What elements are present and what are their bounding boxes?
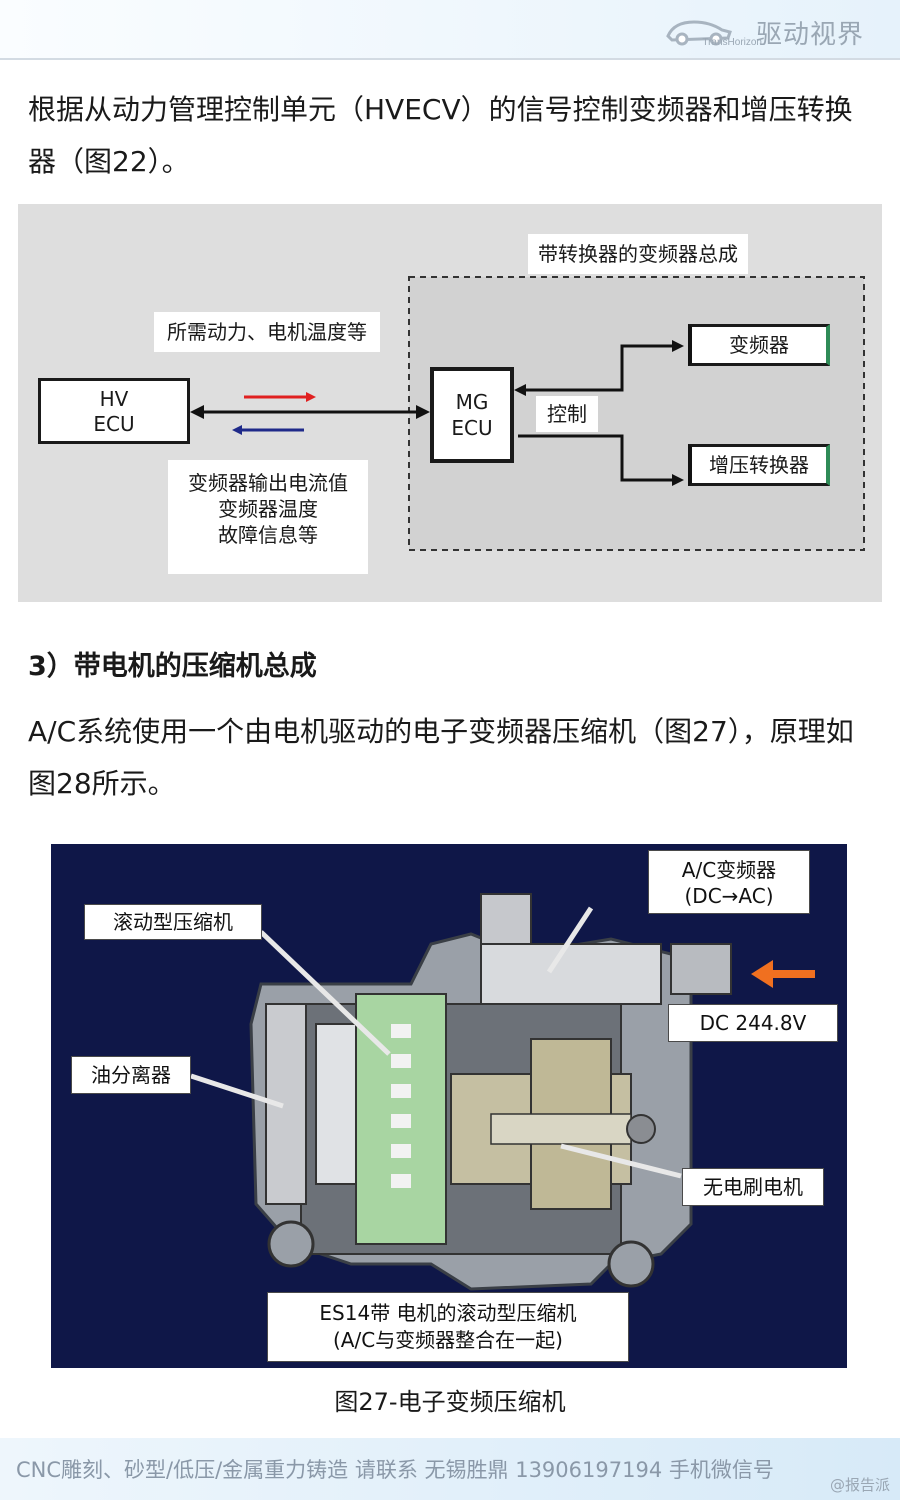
scroll-slot — [391, 1024, 411, 1038]
logo-text: 驱动视界 — [755, 20, 864, 50]
assembly-label: 带转换器的变频器总成 — [528, 234, 748, 274]
boost-converter-box: 增压转换器 — [688, 444, 830, 486]
mg-ecu-line2: ECU — [451, 416, 493, 440]
request-label: 所需动力、电机温度等 — [154, 312, 380, 352]
section-paragraph: A/C系统使用一个由电机驱动的电子变频器压缩机（图27），原理如图28所示。 — [28, 715, 854, 800]
compressor-illustration — [190, 893, 815, 1291]
compressor-title-callout: ES14带 电机的滚动型压缩机 (A/C与变频器整合在一起) — [267, 1292, 629, 1362]
dc-connector — [670, 943, 732, 995]
orange-arrowhead-icon — [751, 960, 773, 988]
compressor-title-line2: (A/C与变频器整合在一起) — [333, 1328, 563, 1352]
scroll-slot — [391, 1114, 411, 1128]
pointer-oil — [190, 1073, 284, 1109]
pointer-inverter — [546, 906, 594, 974]
oil-separator-callout: 油分离器 — [71, 1056, 191, 1094]
compressor-figure: A/C变频器 (DC→AC) 滚动型压缩机 DC 244.8V 油分离器 无电刷… — [51, 844, 847, 1368]
logo-subtext: TransHorizon — [702, 37, 762, 48]
ac-inverter-line2: (DC→AC) — [684, 884, 774, 908]
hv-ecu-line1: HV — [99, 387, 129, 411]
mg-arrowhead-icon — [514, 384, 526, 396]
watermark: @报告派 — [829, 1476, 890, 1494]
pointer-motor — [560, 1143, 682, 1179]
feedback-line3: 故障信息等 — [218, 523, 318, 547]
right-arrowhead-icon — [416, 405, 430, 419]
brushless-motor-callout: 无电刷电机 — [682, 1168, 824, 1206]
dc-voltage-callout: DC 244.8V — [668, 1004, 838, 1042]
lower-arrowhead-icon — [672, 474, 684, 486]
mg-ecu-line1: MG — [455, 390, 489, 414]
bearing — [626, 1114, 656, 1144]
section-heading: 3）带电机的压缩机总成 — [28, 651, 317, 682]
car-logo-icon — [666, 20, 732, 46]
mount-right — [607, 1240, 655, 1288]
scroll-slot — [391, 1144, 411, 1158]
left-arrowhead-icon — [190, 405, 204, 419]
red-arrowhead-icon — [306, 392, 316, 402]
scroll-slot — [391, 1174, 411, 1188]
hv-ecu-box: HV ECU — [38, 378, 190, 444]
compressor-title-line1: ES14带 电机的滚动型压缩机 — [319, 1301, 577, 1325]
control-line-lower — [518, 434, 678, 482]
intro-paragraph: 根据从动力管理控制单元（HVECV）的信号控制变频器和增压转换器（图22）。 — [28, 93, 853, 178]
diagram-lines — [190, 276, 865, 551]
blue-arrowhead-icon — [232, 425, 242, 435]
ac-inverter-callout: A/C变频器 (DC→AC) — [648, 850, 810, 914]
page-header: 驱动视界 TransHorizon — [0, 0, 900, 60]
footer-ad-text: CNC雕刻、砂型/低压/金属重力铸造 请联系 无锡胜鼎 13906197194 … — [16, 1458, 774, 1482]
page-footer: CNC雕刻、砂型/低压/金属重力铸造 请联系 无锡胜鼎 13906197194 … — [0, 1438, 900, 1500]
connector-top — [480, 893, 532, 945]
upper-arrowhead-icon — [672, 340, 684, 352]
control-label: 控制 — [536, 396, 598, 432]
scroll-slot — [391, 1084, 411, 1098]
scroll-compressor-callout: 滚动型压缩机 — [84, 904, 262, 940]
feedback-line1: 变频器输出电流值 — [188, 471, 348, 495]
motor-shaft — [490, 1113, 632, 1145]
inverter-block — [480, 943, 662, 1005]
ac-inverter-line1: A/C变频器 — [681, 858, 777, 882]
pointer-scroll — [259, 930, 391, 1056]
oil-separator-body — [265, 1003, 307, 1205]
scroll-slot — [391, 1054, 411, 1068]
mount-left — [267, 1220, 315, 1268]
mg-ecu-box: MG ECU — [430, 367, 514, 463]
inverter-control-diagram: 带转换器的变频器总成 HV ECU MG ECU 所需动力、电机温度等 变频器输… — [18, 204, 882, 602]
control-line-upper — [518, 344, 678, 392]
inverter-box: 变频器 — [688, 324, 830, 366]
feedback-line2: 变频器温度 — [218, 497, 318, 521]
feedback-label: 变频器输出电流值 变频器温度 故障信息等 — [168, 460, 368, 574]
figure-caption: 图27-电子变频压缩机 — [334, 1388, 566, 1416]
hv-ecu-line2: ECU — [93, 412, 135, 436]
